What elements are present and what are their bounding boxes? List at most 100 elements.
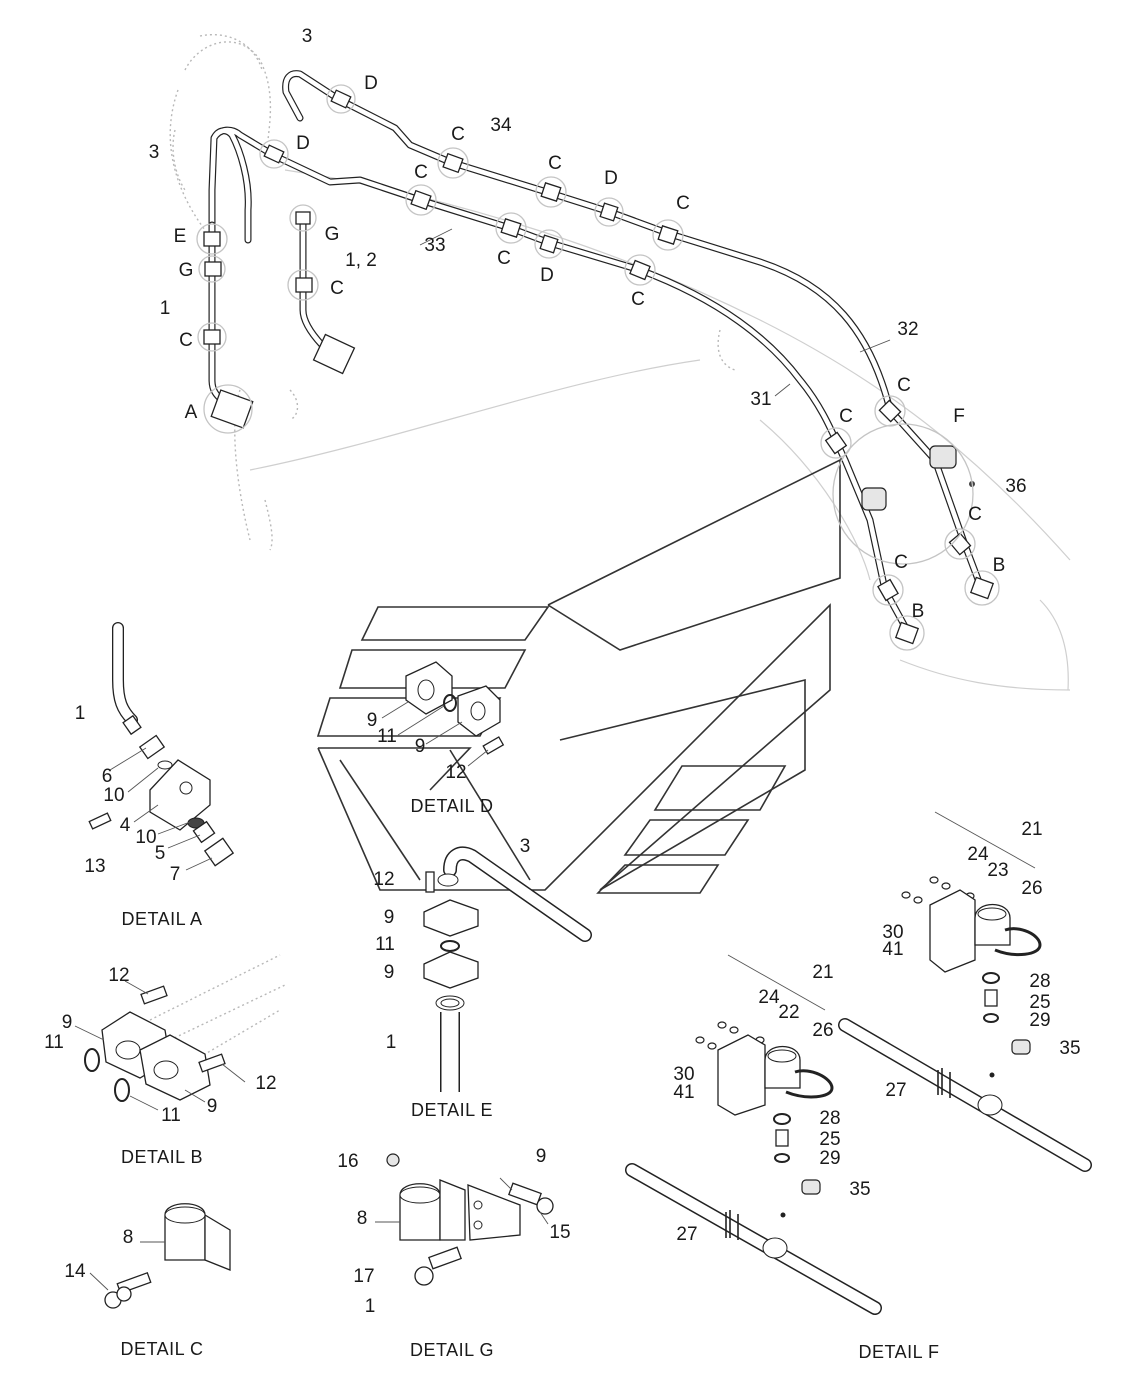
part-number-label: 12 <box>445 762 466 783</box>
part-number-label: 11 <box>44 1032 64 1053</box>
detail-a: 1 6 10 4 10 5 13 7 DETAIL A <box>75 622 235 929</box>
callout-34: 34 <box>490 115 512 136</box>
callout-c-11: C <box>968 504 982 525</box>
part-number-label: 9 <box>207 1096 218 1117</box>
part-number-label: 27 <box>676 1224 697 1245</box>
callout-c-4: C <box>676 193 690 214</box>
part-number-label: 24 <box>967 844 989 865</box>
detail-c: 8 14 DETAIL C <box>64 1203 231 1359</box>
part-number-label: 3 <box>520 836 531 857</box>
detail-c-caption: DETAIL C <box>120 1339 203 1359</box>
part-number-label: 12 <box>255 1073 276 1094</box>
part-number-label: 24 <box>758 987 780 1008</box>
callout-d-2: D <box>296 133 310 154</box>
part-number-label: 29 <box>1029 1010 1050 1031</box>
callout-c-12: C <box>894 552 908 573</box>
tube-assembly-main <box>196 70 1000 651</box>
part-number-label: 29 <box>819 1148 840 1169</box>
part-number-label: 9 <box>415 736 426 757</box>
callout-3-left: 3 <box>149 142 160 163</box>
callout-e-1: E <box>174 226 187 247</box>
callout-36: 36 <box>1005 476 1026 497</box>
part-number-label: 25 <box>819 1129 840 1150</box>
part-number-label: 9 <box>62 1012 73 1033</box>
part-number-label: 28 <box>819 1108 840 1129</box>
callout-c-10: C <box>839 406 853 427</box>
part-number-label: 30 <box>882 922 903 943</box>
part-number-label: 15 <box>549 1222 570 1243</box>
part-number-label: 11 <box>161 1105 181 1126</box>
part-number-label: 4 <box>120 815 131 836</box>
detail-a-caption: DETAIL A <box>121 909 202 929</box>
part-number-label: 7 <box>170 864 181 885</box>
part-number-label: 28 <box>1029 971 1050 992</box>
accumulator-f <box>861 445 975 511</box>
callout-c-5: C <box>497 248 511 269</box>
callout-a: A <box>185 402 198 423</box>
callout-b-2: B <box>912 601 925 622</box>
part-number-label: 8 <box>357 1208 368 1229</box>
part-number-label: 22 <box>778 1002 799 1023</box>
detail-b-caption: DETAIL B <box>121 1147 203 1167</box>
part-number-label: 35 <box>1059 1038 1080 1059</box>
callout-c-3: C <box>548 153 562 174</box>
detail-f: 21 24 23 26 30 41 28 25 29 35 21 24 22 2… <box>625 811 1092 1362</box>
part-number-label: 12 <box>108 965 129 986</box>
part-number-label: 26 <box>812 1020 833 1041</box>
callout-3-top: 3 <box>302 26 313 47</box>
part-number-label: 17 <box>353 1266 374 1287</box>
part-number-label: 1 <box>386 1032 397 1053</box>
detail-e: 3 12 9 11 9 1 DETAIL E <box>373 836 592 1120</box>
callout-c-8: C <box>179 330 193 351</box>
detail-g: 16 9 8 15 17 1 DETAIL G <box>337 1146 570 1360</box>
callout-c-6: C <box>330 278 344 299</box>
part-number-label: 9 <box>384 962 395 983</box>
detail-g-caption: DETAIL G <box>410 1340 494 1360</box>
chevron-graphic <box>316 458 841 894</box>
callout-c-9: C <box>897 375 911 396</box>
part-number-label: 6 <box>102 766 113 787</box>
callout-1: 1 <box>160 298 171 319</box>
callout-d-4: D <box>540 265 554 286</box>
callout-33: 33 <box>424 235 445 256</box>
callout-32: 32 <box>897 319 918 340</box>
callout-c-1: C <box>451 124 465 145</box>
part-number-label: 21 <box>1021 819 1042 840</box>
part-number-label: 14 <box>64 1261 86 1282</box>
part-number-label: 26 <box>1021 878 1042 899</box>
main-callouts: 3 D 3 D C 34 C C D C E G G 33 C D 1, 2 C… <box>149 26 1027 622</box>
detail-d-caption: DETAIL D <box>410 796 493 816</box>
callout-d-1: D <box>364 73 378 94</box>
part-number-label: 10 <box>103 785 124 806</box>
part-number-label: 11 <box>377 726 397 747</box>
part-number-label: 9 <box>536 1146 547 1167</box>
part-number-label: 9 <box>367 710 378 731</box>
part-number-label: 11 <box>375 934 395 955</box>
callout-highlight-circles <box>196 84 1000 651</box>
part-number-label: 12 <box>373 869 394 890</box>
callout-f: F <box>953 406 965 427</box>
part-number-label: 23 <box>987 860 1008 881</box>
part-number-label: 10 <box>135 827 156 848</box>
part-number-label: 25 <box>1029 992 1050 1013</box>
part-number-label: 30 <box>673 1064 694 1085</box>
callout-b-1: B <box>993 555 1006 576</box>
part-number-label: 21 <box>812 962 833 983</box>
part-number-label: 41 <box>673 1082 694 1103</box>
detail-e-caption: DETAIL E <box>411 1100 493 1120</box>
part-number-label: 5 <box>155 843 166 864</box>
detail-d: 9 11 9 12 DETAIL D <box>367 661 505 816</box>
callout-d-3: D <box>604 168 618 189</box>
part-number-label: 9 <box>384 907 395 928</box>
detail-f-caption: DETAIL F <box>858 1342 939 1362</box>
callout-1-2: 1, 2 <box>345 250 377 271</box>
part-number-label: 1 <box>365 1296 376 1317</box>
callout-g-1: G <box>179 260 194 281</box>
part-number-label: 13 <box>84 856 105 877</box>
callout-c-2: C <box>414 162 428 183</box>
detail-b: 12 9 11 12 9 11 DETAIL B <box>44 954 286 1167</box>
part-number-label: 35 <box>849 1179 870 1200</box>
part-number-label: 8 <box>123 1227 134 1248</box>
callout-c-7: C <box>631 289 645 310</box>
